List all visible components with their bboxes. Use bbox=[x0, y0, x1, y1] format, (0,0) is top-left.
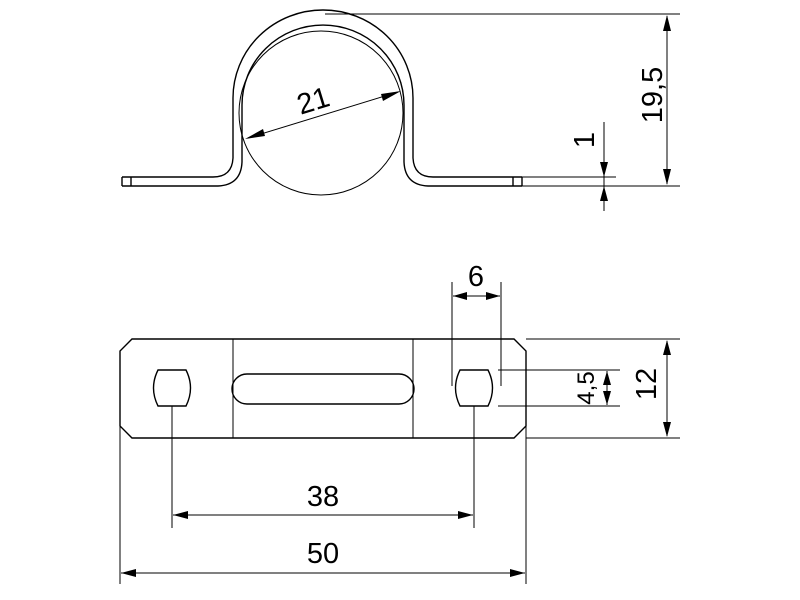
overall-length-label: 50 bbox=[307, 538, 339, 570]
slot-width-dimension: 6 bbox=[451, 261, 502, 386]
center-slot bbox=[231, 373, 415, 405]
left-flange bbox=[121, 98, 243, 187]
height-label: 19,5 bbox=[637, 67, 669, 123]
side-view: 21 19,5 1 bbox=[121, 9, 680, 211]
overall-length-dimension: 50 bbox=[119, 426, 527, 584]
diameter-dimension: 21 bbox=[245, 81, 401, 139]
slot-height-dimension: 4,5 bbox=[498, 369, 620, 407]
plate-outline bbox=[119, 338, 527, 439]
hole-spacing-label: 38 bbox=[307, 481, 339, 513]
pipe-circle bbox=[238, 30, 404, 196]
slot-height-label: 4,5 bbox=[573, 371, 600, 404]
right-flange bbox=[403, 98, 523, 187]
width-dimension: 12 bbox=[526, 338, 680, 439]
diameter-label: 21 bbox=[293, 81, 333, 121]
left-mounting-hole bbox=[152, 369, 192, 407]
slot-width-label: 6 bbox=[468, 261, 484, 293]
hole-spacing-dimension: 38 bbox=[171, 406, 475, 528]
thickness-dimension: 1 bbox=[522, 122, 616, 211]
top-view: 6 4,5 12 38 bbox=[119, 261, 680, 584]
thickness-label: 1 bbox=[569, 132, 601, 148]
height-dimension: 19,5 bbox=[325, 13, 680, 187]
saddle-inner-arc bbox=[241, 24, 405, 106]
saddle-outer-arc bbox=[232, 9, 414, 99]
width-label: 12 bbox=[631, 368, 663, 400]
right-mounting-hole bbox=[454, 369, 494, 407]
